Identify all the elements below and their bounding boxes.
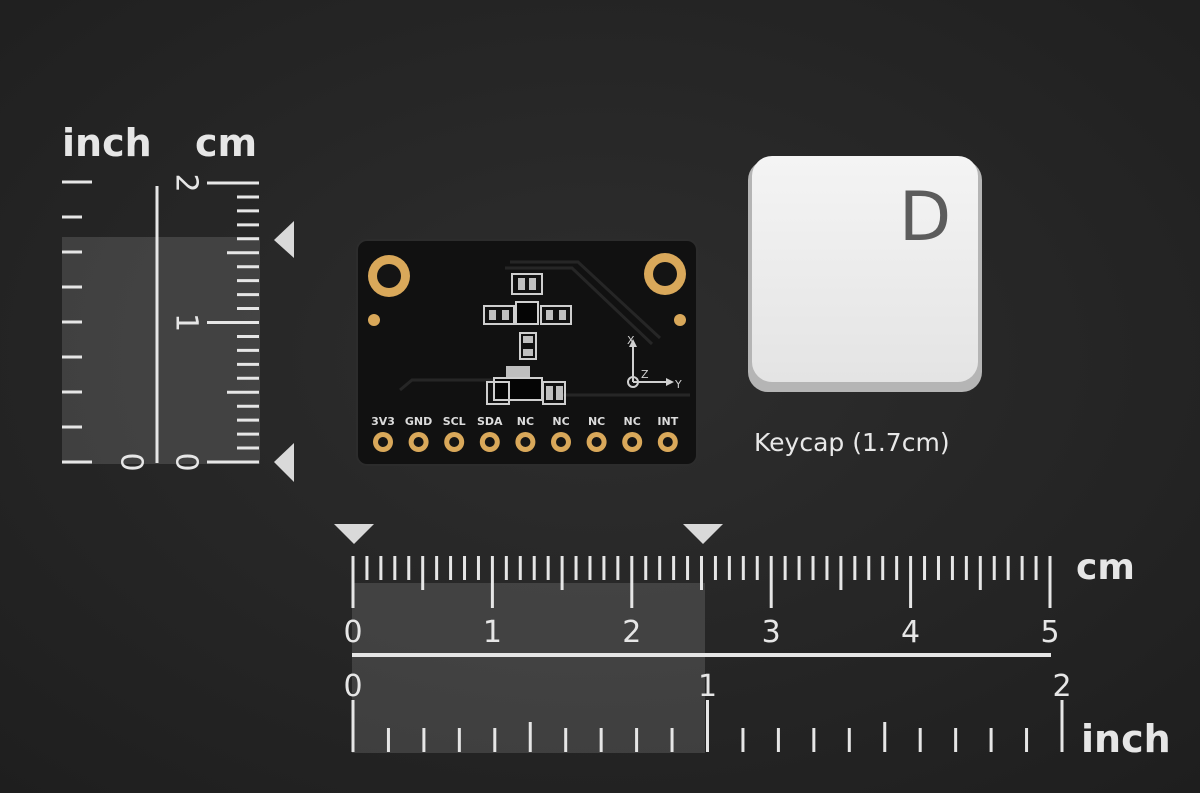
component-pad bbox=[546, 386, 553, 400]
horizontal-inch-number: 0 bbox=[343, 669, 362, 704]
horizontal-divider-line bbox=[352, 653, 1051, 657]
horizontal-ruler-ticks bbox=[351, 556, 1064, 752]
pin-hole bbox=[520, 437, 531, 447]
horizontal-unit-inch: inch bbox=[1081, 717, 1171, 761]
component-outline bbox=[540, 305, 572, 325]
component-pad bbox=[518, 278, 525, 290]
keycap-caption: Keycap (1.7cm) bbox=[754, 428, 950, 457]
pin-pads bbox=[373, 432, 678, 452]
pin-hole bbox=[413, 437, 424, 447]
component-pad bbox=[489, 310, 496, 320]
vertical-ruler-highlight bbox=[62, 237, 260, 464]
keycap-letter: D bbox=[899, 178, 951, 257]
component-outline bbox=[542, 381, 566, 405]
pin-hole bbox=[378, 437, 388, 447]
board-trace bbox=[510, 260, 662, 340]
horizontal-ruler-numbers: 0 1 2 3 4 5 0 1 2 bbox=[343, 615, 1071, 704]
vertical-unit-inch: inch bbox=[62, 121, 152, 165]
component-outline bbox=[486, 381, 510, 405]
horizontal-inch-number: 1 bbox=[698, 669, 717, 704]
pin-labels: 3V3 GND SCL SDA NC NC NC NC INT bbox=[371, 415, 679, 428]
axis-z-circle bbox=[627, 376, 639, 388]
component-outline bbox=[483, 305, 515, 325]
component-pad bbox=[502, 310, 509, 320]
vertical-cm-number: 1 bbox=[169, 313, 204, 332]
vertical-ruler-ticks bbox=[62, 180, 259, 464]
pin-label: 3V3 bbox=[371, 415, 395, 428]
via-pad bbox=[368, 314, 380, 326]
vertical-inch-number: 0 bbox=[114, 452, 149, 471]
vertical-ruler-numbers: 2 1 0 0 bbox=[114, 173, 204, 471]
vertical-cm-number: 0 bbox=[169, 452, 204, 471]
keycap-top bbox=[752, 156, 978, 382]
sensor-board: X Y Z 3V3 GND SCL SDA NC NC NC NC INT bbox=[356, 239, 698, 466]
pin-hole bbox=[449, 437, 460, 447]
mounting-hole-center bbox=[653, 262, 677, 286]
horizontal-ruler: cm inch 0 1 2 3 4 5 0 1 2 bbox=[334, 524, 1171, 761]
board-trace bbox=[399, 378, 502, 392]
component-pad bbox=[559, 310, 566, 320]
axis-x-label: X bbox=[627, 334, 635, 347]
horizontal-unit-cm: cm bbox=[1076, 547, 1135, 588]
regulator-tab bbox=[506, 366, 530, 378]
horizontal-cm-number: 2 bbox=[622, 615, 641, 650]
pin-hole bbox=[484, 437, 495, 447]
component-pad bbox=[523, 336, 533, 343]
horizontal-cm-number: 3 bbox=[762, 615, 781, 650]
pin-label: GND bbox=[405, 415, 432, 428]
axis-y-arrow bbox=[666, 378, 674, 386]
horizontal-right-marker bbox=[683, 524, 723, 544]
component-outline bbox=[519, 332, 537, 360]
component-outline bbox=[511, 273, 543, 295]
pin-hole bbox=[556, 437, 566, 447]
axis-z-label: Z bbox=[641, 368, 649, 381]
via-pad bbox=[674, 314, 686, 326]
vertical-cm-number: 2 bbox=[169, 173, 204, 192]
pin-label: SDA bbox=[477, 415, 503, 428]
pin-label: NC bbox=[552, 415, 569, 428]
pin-hole bbox=[591, 437, 602, 447]
axis-y-label: Y bbox=[674, 378, 682, 391]
horizontal-cm-number: 0 bbox=[343, 615, 362, 650]
component-pad bbox=[529, 278, 536, 290]
pin-label: INT bbox=[657, 415, 678, 428]
pin-hole bbox=[662, 437, 673, 447]
sensor-chip bbox=[515, 301, 539, 325]
horizontal-ruler-highlight bbox=[352, 583, 705, 753]
vertical-ruler: inch cm 2 1 0 0 bbox=[62, 121, 294, 482]
mounting-hole-center bbox=[377, 264, 401, 288]
component-pad bbox=[523, 349, 533, 356]
vertical-top-marker bbox=[274, 221, 294, 258]
horizontal-inch-number: 2 bbox=[1052, 669, 1071, 704]
pin-label: NC bbox=[624, 415, 641, 428]
horizontal-left-marker bbox=[334, 524, 374, 544]
pin-label: NC bbox=[588, 415, 605, 428]
pin-label: NC bbox=[517, 415, 534, 428]
vertical-bottom-marker bbox=[274, 443, 294, 482]
horizontal-cm-number: 4 bbox=[901, 615, 920, 650]
horizontal-cm-number: 5 bbox=[1040, 615, 1059, 650]
component-pad bbox=[546, 310, 553, 320]
pin-label: SCL bbox=[443, 415, 466, 428]
keycap: D bbox=[748, 156, 982, 392]
vertical-unit-cm: cm bbox=[195, 121, 257, 165]
component-pad bbox=[556, 386, 563, 400]
board-trace bbox=[505, 266, 654, 346]
pin-hole bbox=[627, 437, 638, 447]
axis-x-arrow bbox=[629, 339, 637, 347]
horizontal-cm-number: 1 bbox=[483, 615, 502, 650]
